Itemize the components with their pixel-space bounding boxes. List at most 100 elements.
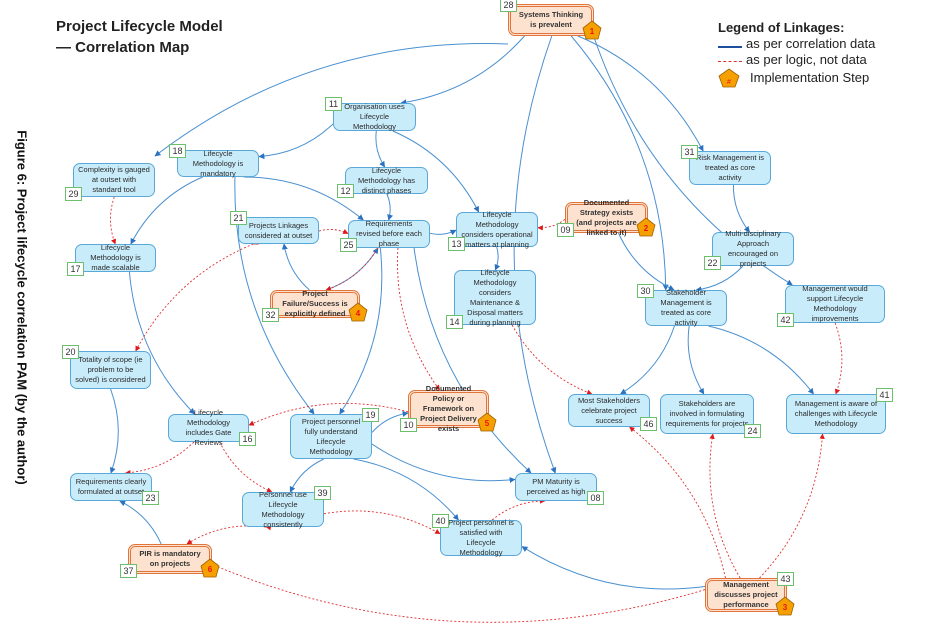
legend-title: Legend of Linkages: [718,20,845,35]
node-42[interactable]: Management would support Lifecycle Metho… [785,284,885,323]
node-number-badge: 31 [681,145,698,159]
node-20[interactable]: Totality of scope (ie problem to be solv… [70,351,151,389]
node-40[interactable]: Project personnel is satisfied with Life… [440,518,522,557]
edge-43-to-24 [709,433,745,584]
node-22[interactable]: Multi-disciplinary Approach encouraged o… [712,229,794,268]
node-43[interactable]: Management discusses project performance [705,578,787,612]
node-number-badge: 40 [432,514,449,528]
edge-25-to-13 [429,229,457,236]
node-28[interactable]: Systems Thinking is prevalent [508,4,594,36]
dashed-line-icon [718,60,742,62]
edge-17-to-16 [128,271,195,415]
node-label: Documented Policy or Framework on Projec… [420,384,477,433]
node-number-badge: 43 [777,572,794,586]
node-label: Personnel use Lifecycle Methodology cons… [259,489,307,529]
edge-28-to-30 [570,35,669,291]
step-number: 6 [207,565,213,574]
node-number-badge: 21 [230,211,247,225]
legend: Legend of Linkages: as per correlation d… [718,20,875,88]
node-number-badge: 13 [448,237,465,251]
node-29[interactable]: Complexity is gauged at outset with stan… [73,163,155,197]
edge-11-to-13 [392,130,480,213]
node-09[interactable]: Documented Strategy exists (and projects… [565,198,648,237]
edge-11-to-12 [375,130,386,168]
node-10[interactable]: Documented Policy or Framework on Projec… [408,384,489,433]
node-24[interactable]: Stakeholders are involved in formulating… [660,394,754,434]
node-08[interactable]: PM Maturity is perceived as high [515,473,597,501]
node-30[interactable]: Stakeholder Management is treated as cor… [645,288,727,327]
legend-row-solid: as per correlation data [718,36,875,52]
edge-14-to-46 [507,319,593,395]
edge-25-to-10 [395,242,440,391]
edge-21-to-20 [135,239,259,352]
edge-10-to-16 [248,402,414,426]
edge-09-to-30 [617,232,675,291]
node-label: Requirements revised before each phase [356,219,422,248]
edge-12-to-25 [386,193,393,221]
node-label: PIR is mandatory on projects [139,549,201,568]
node-32[interactable]: Project Failure/Success is explicitly de… [270,289,360,318]
node-number-badge: 16 [239,432,256,446]
node-label: Stakeholders are involved in formulating… [665,399,749,428]
edge-42-to-41 [830,317,843,395]
node-label: Totality of scope (ie problem to be solv… [75,355,146,384]
node-number-badge: 08 [587,491,604,505]
node-21[interactable]: Projects Linkages considered at outset [238,217,319,244]
implementation-step-pentagon-icon: 4 [348,302,368,322]
diagram-title: Project Lifecycle Model — Correlation Ma… [56,16,223,58]
edge-19-to-40 [353,458,459,521]
node-12[interactable]: Lifecycle Methodology has distinct phase… [345,166,428,195]
node-11[interactable]: Organisation uses Lifecycle Methodology [333,102,416,131]
node-label: Lifecycle Methodology is made scalable [90,243,141,272]
node-14[interactable]: Lifecycle Methodology considers Maintena… [454,268,536,327]
node-label: Project Failure/Success is explicitly de… [282,289,348,318]
node-39[interactable]: Personnel use Lifecycle Methodology cons… [242,489,324,529]
edge-11-to-18 [258,123,334,160]
node-label: Complexity is gauged at outset with stan… [78,165,150,194]
node-number-badge: 25 [340,238,357,252]
node-19[interactable]: Project personnel fully understand Lifec… [290,414,372,459]
edge-32-to-25 [325,247,379,291]
implementation-step-pentagon-icon: 6 [200,558,220,578]
node-number-badge: 20 [62,345,79,359]
node-label: Management discusses project performance [714,580,778,609]
edge-39-to-40 [318,510,441,535]
edge-16-to-23 [125,436,200,476]
node-label: Lifecycle Methodology is mandatory [192,148,244,178]
node-label: Requirements clearly formulated at outse… [75,477,147,496]
node-label: Lifecycle Methodology considers operatio… [461,209,533,249]
implementation-step-pentagon-icon: 3 [775,596,795,616]
node-number-badge: 46 [640,417,657,431]
node-number-badge: 28 [500,0,517,12]
node-13[interactable]: Lifecycle Methodology considers operatio… [456,209,538,249]
implementation-step-pentagon-icon: 5 [477,412,497,432]
edge-16-to-39 [215,436,273,493]
node-label: Lifecycle Methodology includes Gate Revi… [185,408,232,447]
node-31[interactable]: Risk Management is treated as core activ… [689,151,771,185]
node-41[interactable]: Management is aware of challenges with L… [786,394,886,434]
node-label: Documented Strategy exists (and projects… [576,197,637,237]
node-label: Project personnel fully understand Lifec… [301,416,361,456]
node-number-badge: 24 [744,424,761,438]
implementation-step-pentagon-icon: 2 [636,217,656,237]
node-46[interactable]: Most Stakeholders celebrate project succ… [568,394,650,427]
node-number-badge: 18 [169,144,186,158]
node-23[interactable]: Requirements clearly formulated at outse… [70,473,152,501]
node-label: Management would support Lifecycle Metho… [802,284,868,323]
edge-13-to-14 [494,246,501,271]
node-number-badge: 19 [362,408,379,422]
node-number-badge: 37 [120,564,137,578]
node-18[interactable]: Lifecycle Methodology is mandatory [177,148,259,178]
node-number-badge: 17 [67,262,84,276]
node-17[interactable]: Lifecycle Methodology is made scalable [75,243,156,272]
node-label: Project personnel is satisfied with Life… [448,518,514,557]
edge-43-to-41 [754,433,825,584]
node-number-badge: 30 [637,284,654,298]
node-label: Systems Thinking is prevalent [518,10,584,29]
node-label: Organisation uses Lifecycle Methodology [344,102,405,131]
node-25[interactable]: Requirements revised before each phase [348,219,430,248]
node-number-badge: 12 [337,184,354,198]
node-16[interactable]: Lifecycle Methodology includes Gate Revi… [168,408,249,447]
legend-dashed-label: as per logic, not data [746,52,867,67]
edge-30-to-24 [687,325,705,395]
